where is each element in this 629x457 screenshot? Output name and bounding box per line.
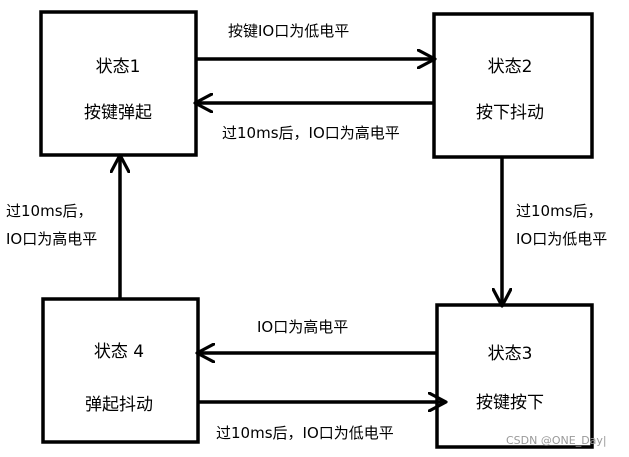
transition-1-to-2-label: 按键IO口为低电平 [228, 22, 349, 40]
transition-4-to-1: 过10ms后， IO口为高电平 [6, 156, 120, 299]
state-4-box: 状态 4 弹起抖动 [41, 297, 200, 444]
state-4-subtitle: 弹起抖动 [85, 395, 153, 415]
state-3-subtitle: 按键按下 [476, 393, 544, 413]
state-3-title: 状态3 [488, 344, 533, 364]
transition-3-to-4-label: IO口为高电平 [257, 318, 348, 336]
watermark: CSDN @ONE_Day| [506, 434, 607, 447]
state-1-subtitle: 按键弹起 [84, 103, 152, 123]
transition-4-to-1-label-line-1: 过10ms后， [6, 202, 93, 220]
transition-4-to-3-label: 过10ms后，IO口为低电平 [216, 424, 394, 442]
transition-4-to-1-label-line-2: IO口为高电平 [6, 230, 97, 248]
state-2-box: 状态2 按下抖动 [432, 12, 594, 159]
transition-2-to-1: 过10ms后，IO口为高电平 [196, 103, 433, 142]
transition-3-to-4: IO口为高电平 [198, 318, 436, 353]
state-2-subtitle: 按下抖动 [476, 103, 544, 123]
state-1-box: 状态1 按键弹起 [39, 10, 198, 157]
transition-4-to-3: 过10ms后，IO口为低电平 [199, 402, 445, 442]
transition-2-to-3-label-line-1: 过10ms后， [516, 202, 603, 220]
state-1-title: 状态1 [96, 57, 141, 77]
state-2-title: 状态2 [488, 57, 533, 77]
transition-2-to-3: 过10ms后， IO口为低电平 [502, 158, 607, 305]
transition-2-to-3-label-line-2: IO口为低电平 [516, 230, 607, 248]
state-4-title: 状态 4 [94, 342, 144, 362]
transition-1-to-2: 按键IO口为低电平 [197, 22, 434, 59]
transition-2-to-1-label: 过10ms后，IO口为高电平 [222, 124, 400, 142]
state-3-box: 状态3 按键按下 [435, 303, 594, 449]
